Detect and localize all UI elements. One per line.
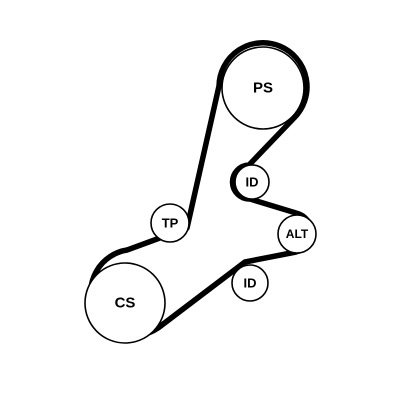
pulley-id-upper: ID (234, 164, 270, 200)
pulley-id-upper-label: ID (246, 175, 259, 190)
pulley-alt-wheel (277, 214, 317, 254)
pulley-id-lower-wheel (231, 264, 269, 302)
pulley-cs-wheel (84, 262, 166, 344)
pulley-id-upper-wheel (234, 164, 270, 200)
pulley-ps: PS (221, 46, 305, 130)
pulley-id-lower-label: ID (244, 276, 257, 291)
pulley-ps-wheel (221, 46, 305, 130)
pulley-tp: TP (150, 203, 190, 243)
pulley-ps-label: PS (253, 80, 273, 97)
pulley-alt-label: ALT (286, 227, 309, 241)
pulley-tp-wheel (150, 203, 190, 243)
pulley-cs-label: CS (115, 295, 136, 312)
pulley-alt: ALT (277, 214, 317, 254)
pulley-id-lower: ID (231, 264, 269, 302)
pulley-tp-label: TP (162, 216, 179, 231)
pulley-cs: CS (84, 262, 166, 344)
